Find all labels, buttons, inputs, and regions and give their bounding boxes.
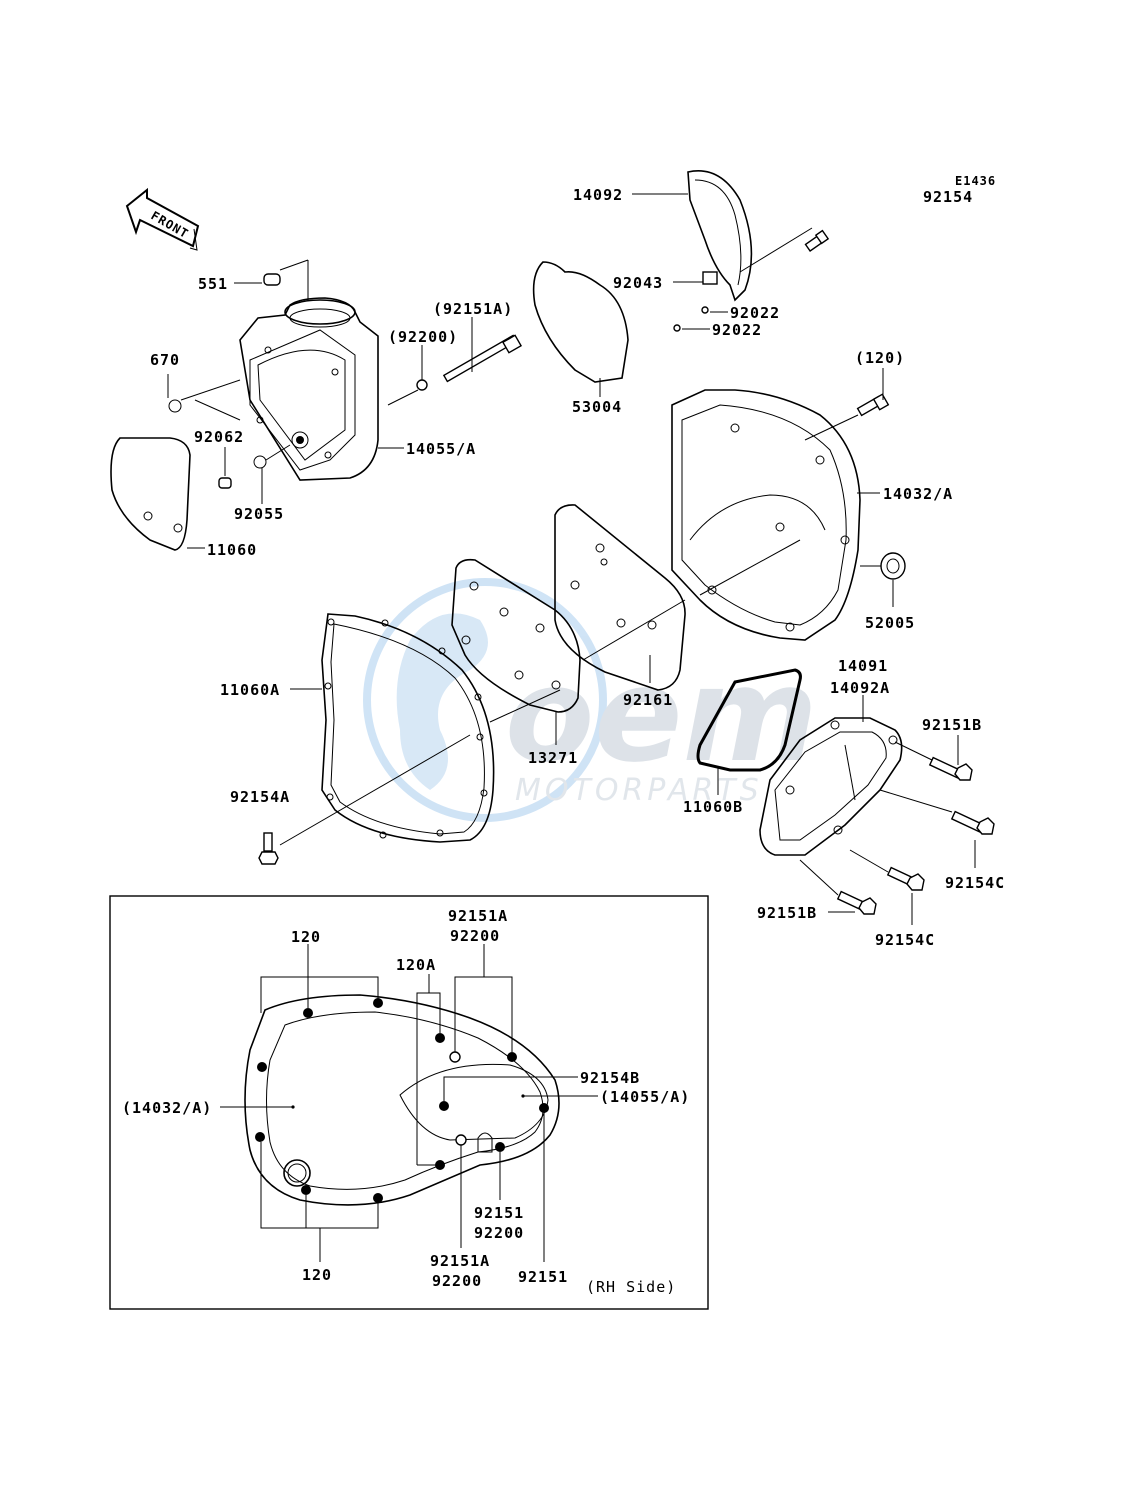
inset-label-120A: 120A: [396, 956, 436, 974]
label-11060: 11060: [207, 541, 257, 559]
label-52005: 52005: [865, 614, 915, 632]
bolt-92154A: [258, 832, 279, 865]
label-92022-b: 92022: [712, 321, 762, 339]
label-13271: 13271: [528, 749, 578, 767]
label-92200-paren: (92200): [388, 328, 458, 346]
part-92161-plate: [554, 504, 686, 691]
label-14092: 14092: [573, 186, 623, 204]
part-11060B-gasket: [696, 668, 802, 772]
part-92043-spacer: [702, 271, 718, 285]
bolt-92151B-top: [928, 756, 973, 781]
inset-label-92151A-top: 92151A: [448, 907, 508, 925]
inset-label-120-top: 120: [291, 928, 321, 946]
label-14055A: 14055/A: [406, 440, 476, 458]
bolt-92151A: [442, 334, 523, 383]
part-92062-pin: [218, 477, 232, 489]
front-arrow: FRONT: [125, 187, 200, 251]
inset-rh-side: 120 92151A 92200 120A 92154B (14032/A) (…: [109, 895, 709, 1310]
label-92043: 92043: [613, 274, 663, 292]
label-551: 551: [198, 275, 228, 293]
watermark-continent: [396, 613, 488, 790]
front-label: FRONT: [149, 208, 192, 241]
label-92062: 92062: [194, 428, 244, 446]
inset-label-92151-mid: 92151: [474, 1204, 524, 1222]
label-14032A: 14032/A: [883, 485, 953, 503]
label-670: 670: [150, 351, 180, 369]
label-92154A: 92154A: [230, 788, 290, 806]
part-14092-cover: [687, 170, 753, 302]
part-52005-seal: [880, 552, 906, 580]
bolt-92151B-bot: [836, 890, 877, 915]
washer-92022-b: [673, 324, 681, 332]
label-92151A-paren: (92151A): [433, 300, 513, 318]
label-92161: 92161: [623, 691, 673, 709]
watermark-globe-ring: [363, 578, 607, 822]
label-11060A: 11060A: [220, 681, 280, 699]
inset-label-92200-top: 92200: [450, 927, 500, 945]
label-92151B-bot: 92151B: [757, 904, 817, 922]
label-11060B: 11060B: [683, 798, 743, 816]
label-92151B-top: 92151B: [922, 716, 982, 734]
inset-outer-cover: [244, 994, 560, 1206]
part-53004-gasket: [532, 261, 629, 383]
part-14055-housing: [239, 297, 379, 481]
inset-label-92154B: 92154B: [580, 1069, 640, 1087]
part-92055-oring: [253, 455, 267, 469]
inset-label-92151-bot: 92151: [518, 1268, 568, 1286]
label-14092A: 14092A: [830, 679, 890, 697]
watermark: oem MOTORPARTS: [363, 578, 818, 822]
washer-92022-a: [701, 306, 709, 314]
label-92154: 92154: [923, 188, 973, 206]
bolt-92154C-right: [950, 810, 995, 835]
inset-frame: [109, 895, 709, 1310]
part-14091-cover: [759, 717, 903, 856]
bolt-92154C-bot: [886, 866, 925, 891]
inset-label-92200-mid: 92200: [474, 1224, 524, 1242]
inset-side-label: (RH Side): [586, 1278, 676, 1296]
part-14032-cover: [671, 389, 861, 641]
part-92200-washer: [416, 379, 428, 391]
label-92154C-bot: 92154C: [875, 931, 935, 949]
inset-label-92151A-bot: 92151A: [430, 1252, 490, 1270]
inset-label-14055A: (14055/A): [600, 1088, 690, 1106]
part-11060A-gasket: [321, 613, 495, 843]
label-14091: 14091: [838, 657, 888, 675]
bolt-120: [856, 393, 890, 417]
watermark-brand: oem: [505, 639, 818, 791]
label-53004: 53004: [572, 398, 622, 416]
label-92154C-right: 92154C: [945, 874, 1005, 892]
label-120-paren: (120): [855, 349, 905, 367]
part-670-oring: [168, 399, 182, 413]
part-551-dowel: [263, 273, 281, 286]
inset-label-14032A: (14032/A): [122, 1099, 212, 1117]
part-11060-gasket: [110, 437, 191, 551]
diagram-code: E1436: [955, 174, 996, 188]
inset-label-120-bot: 120: [302, 1266, 332, 1284]
label-92022-a: 92022: [730, 304, 780, 322]
bolt-92154: [804, 229, 830, 252]
inset-label-92200-bot: 92200: [432, 1272, 482, 1290]
label-92055: 92055: [234, 505, 284, 523]
part-13271-plate: [451, 558, 581, 713]
